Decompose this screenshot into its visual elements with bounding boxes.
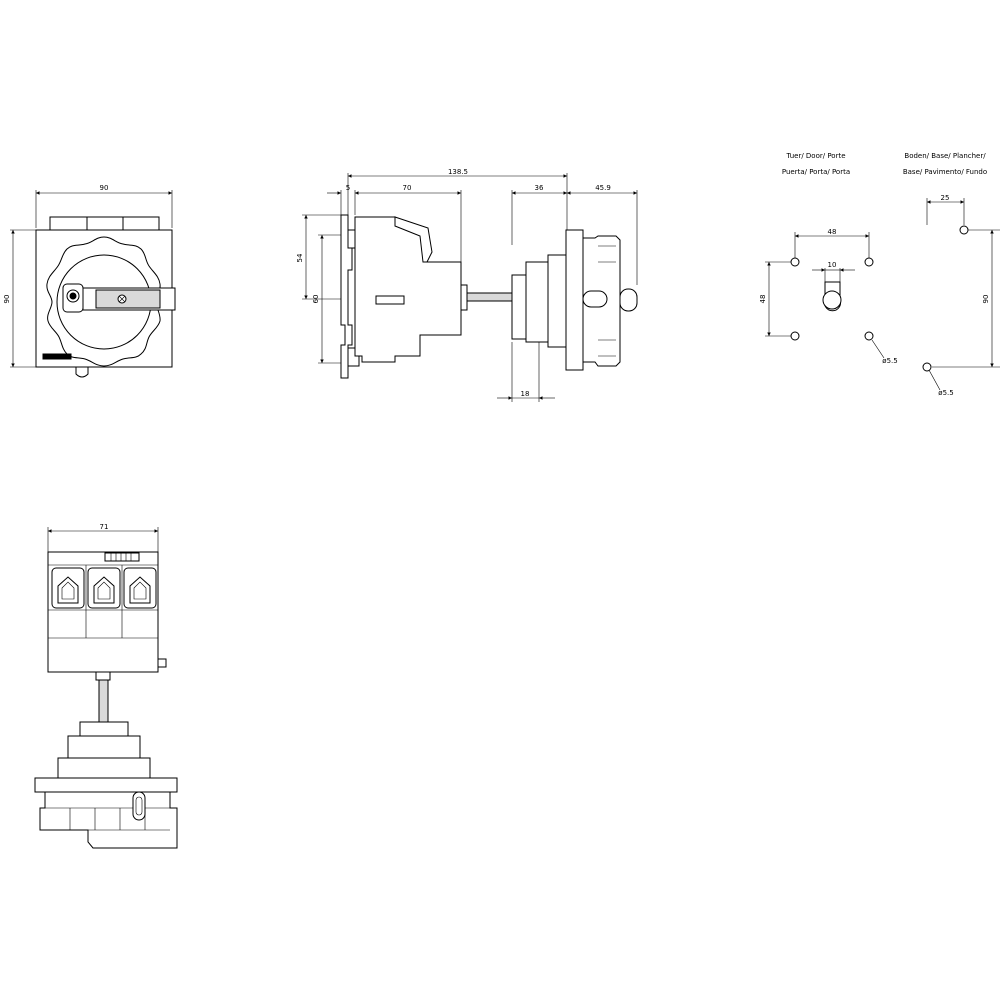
door-hole (864, 331, 874, 341)
dim-18-label: 18 (521, 390, 530, 398)
base-dim-90: 90 (982, 295, 990, 304)
base-title-line1: Boden/ Base/ Plancher/ (904, 152, 986, 160)
dim-54-label: 54 (296, 253, 304, 262)
brand-label (42, 353, 72, 360)
top-view: 71 (34, 523, 178, 849)
top-door-plate (34, 777, 178, 793)
side-handle-tip (619, 288, 638, 312)
front-terminal-tab (86, 216, 124, 231)
front-terminal-tab (122, 216, 160, 231)
dim-60-label: 60 (312, 295, 320, 304)
base-cutout: Boden/ Base/ Plancher/ Base/ Pavimento/ … (903, 152, 1000, 397)
terminal-block (51, 567, 85, 609)
handle-grip (95, 289, 161, 309)
dim-36-label: 36 (535, 184, 544, 192)
door-title-line2: Puerta/ Porta/ Porta (782, 168, 850, 176)
side-view: 138.5 5 70 36 45.9 54 (296, 168, 638, 402)
side-lock-cylinder (582, 290, 608, 308)
front-terminal-tab (49, 216, 88, 231)
top-side-clip (157, 658, 167, 668)
dim-54: 54 (296, 214, 345, 300)
door-shaft-hole (822, 290, 842, 310)
top-door-bezel-back (67, 735, 141, 759)
side-clip (347, 347, 360, 367)
padlock-keyhole (69, 292, 77, 300)
front-height-label: 90 (3, 295, 11, 304)
front-width-dimension: 90 (35, 184, 173, 228)
dim-5-label: 5 (346, 184, 350, 192)
shaft-guide (511, 274, 527, 340)
door-hole-diameter: ø5.5 (882, 357, 897, 365)
side-label-slot (375, 295, 405, 305)
door-dim-10: 10 (828, 261, 837, 269)
base-hole (922, 362, 932, 372)
top-shaft-guide (79, 721, 129, 737)
extension-shaft (466, 292, 513, 302)
base-dim-25: 25 (941, 194, 950, 202)
door-dim-48-v: 48 (759, 295, 767, 304)
terminal-block (87, 567, 121, 609)
terminal-block (123, 567, 157, 609)
door-bezel-back (525, 261, 549, 343)
segment-dimensions: 5 70 36 45.9 (327, 184, 638, 285)
mounting-clip (75, 367, 89, 378)
dim-18: 18 (497, 342, 555, 402)
top-width-label: 71 (100, 523, 109, 531)
top-extension-shaft (98, 679, 109, 723)
door-cutout: Tuer/ Door/ Porte Puerta/ Porta/ Porta 4… (759, 152, 898, 365)
door-dim-48-h: 48 (828, 228, 837, 236)
base-hole (959, 225, 969, 235)
door-bezel-mid (547, 254, 567, 348)
door-plate (565, 229, 584, 371)
top-door-bezel-mid (57, 757, 151, 779)
base-title-line2: Base/ Pavimento/ Fundo (903, 168, 987, 176)
door-hole (864, 257, 874, 267)
door-hole (790, 331, 800, 341)
front-width-label: 90 (100, 184, 109, 192)
top-knob (39, 791, 178, 849)
door-title-line1: Tuer/ Door/ Porte (785, 152, 845, 160)
top-vent (104, 552, 140, 562)
top-shaft-coupling (95, 671, 111, 681)
dim-45-9-label: 45.9 (595, 184, 611, 192)
dim-70-label: 70 (403, 184, 412, 192)
shaft-coupling (460, 284, 468, 311)
top-lock-cylinder (132, 791, 146, 821)
side-top-hook (394, 216, 433, 263)
door-hole (790, 257, 800, 267)
base-hole-diameter: ø5.5 (938, 389, 953, 397)
front-height-dimension: 90 (3, 229, 36, 368)
overall-length-label: 138.5 (448, 168, 468, 176)
front-view: 90 90 (3, 184, 176, 378)
side-switch-body (354, 216, 462, 363)
